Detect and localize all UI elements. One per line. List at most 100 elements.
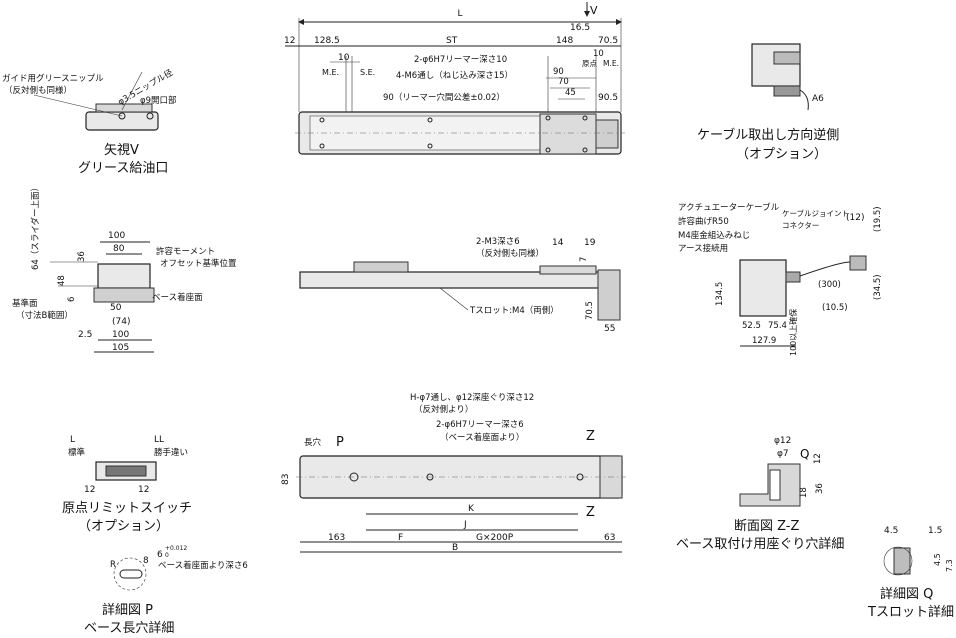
tslot-label: Tスロット:M4（両側） <box>469 305 559 316</box>
detail-q: 4.5 1.5 4.5 7.3 詳細図 Q Tスロット詳細 <box>867 526 954 620</box>
detail-P-8: 8 <box>143 556 149 566</box>
detail-P-6: 6 <box>157 550 163 560</box>
slot-label: 長穴 <box>304 437 322 448</box>
section-z-caption: 断面図 Z-Z <box>734 519 800 534</box>
dim-83: 83 <box>281 474 291 485</box>
dim-10-left: 10 <box>338 53 350 63</box>
dim-52-5: 52.5 <box>742 321 761 331</box>
switch-LL: LL <box>154 435 164 445</box>
cable-subcaption: （オプション） <box>736 147 827 162</box>
dim-K: K <box>468 504 475 514</box>
top-holes <box>319 115 588 153</box>
dim-105: 105 <box>112 343 129 353</box>
ref-surface: 基準面 <box>12 298 38 309</box>
dim-16-5: 16.5 <box>570 23 590 33</box>
hole-note: H-φ7通し、φ12深座ぐり深さ12 <box>410 392 534 403</box>
dim-7: 7 <box>579 257 589 262</box>
detail-P-marker: P <box>336 435 344 450</box>
opening-diameter: φ9開口部 <box>140 95 177 106</box>
view-v-caption: 矢視V <box>104 143 139 158</box>
cable-a6: A6 <box>812 94 824 104</box>
dim-134-5: 134.5 <box>715 282 725 306</box>
dim-63: 63 <box>604 533 615 543</box>
dim-2-5: 2.5 <box>78 330 92 340</box>
dim-75-4: 75.4 <box>768 321 787 331</box>
top-view: L 12 128.5 ST 148 70.5 16.5 V 10 M.E. S.… <box>284 2 625 155</box>
dim-100-top: 100 <box>108 231 125 241</box>
dim-128-5: 128.5 <box>314 36 340 46</box>
dim-74: (74) <box>112 317 130 327</box>
z-Q: Q <box>800 447 809 461</box>
reamer-bottom: 2-φ6H7リーマー深さ6 <box>436 420 524 430</box>
z-d12b: 12 <box>813 453 823 464</box>
detail-P-depth: ベース着座面より深さ6 <box>158 560 248 571</box>
actuator-cable: アクチュエーターケーブル <box>678 202 780 213</box>
guide-nipple-note: （反対側も同様） <box>4 85 72 96</box>
connector: コネクター <box>782 221 819 230</box>
detail-P-caption: 詳細図 P <box>102 602 153 618</box>
view-V-arrow: V <box>590 4 598 17</box>
hole-note-2: （反対側より） <box>414 404 473 415</box>
detail-P-tol: +0.012 <box>165 545 187 552</box>
switch-caption: 原点リミットスイッチ <box>62 501 192 516</box>
SE-label: S.E. <box>360 68 375 77</box>
switch-dim-12b: 12 <box>138 485 149 495</box>
dim-6: 6 <box>67 297 77 302</box>
dim-12: 12 <box>284 36 295 46</box>
dim-100-min: 100以上確保 <box>788 309 798 356</box>
dim-19-5: (19.5) <box>873 206 883 232</box>
switch-L: L <box>70 435 75 445</box>
cable-reverse-view: A6 ケーブル取出し方向逆側 （オプション） <box>697 43 839 162</box>
reamer-bottom-2: （ベース着座面より） <box>440 432 524 443</box>
switch-L-std: 標準 <box>68 447 86 458</box>
z-d18: 18 <box>799 487 809 498</box>
ME-left: M.E. <box>322 68 339 77</box>
dim-90-top: 90 <box>553 67 564 77</box>
view-v: ガイド用グリースニップル （反対側も同様） φ3.5ニップル径 φ9開口部 矢視… <box>2 67 177 176</box>
section-z-subcaption: ベース取付け用座ぐり穴詳細 <box>676 536 844 552</box>
detail-P-R: R <box>110 560 116 570</box>
ME-right: M.E. <box>603 59 619 68</box>
detail-q-caption: 詳細図 Q <box>880 586 933 602</box>
dim-14: 14 <box>552 238 564 248</box>
dim-300: (300) <box>818 280 841 290</box>
dim-50: 50 <box>110 303 122 313</box>
z-d7: φ7 <box>777 449 789 459</box>
ref-range: （寸法B範囲） <box>16 310 73 321</box>
switch-subcaption: （オプション） <box>78 519 169 534</box>
base-seat: ベース着座面 <box>152 292 203 303</box>
dim-F: F <box>398 533 403 543</box>
m6-top: 4-M6通し（ねじ込み深さ15） <box>396 70 513 81</box>
dim-70-5: 70.5 <box>598 36 618 46</box>
dim-90-5: 90.5 <box>598 93 618 103</box>
section-Z-top: Z <box>586 429 595 444</box>
dim-90-tolerance: 90（リーマー穴間公差±0.02） <box>383 92 505 103</box>
dim-10-5: (10.5) <box>822 303 848 313</box>
section-Z-bottom: Z <box>586 505 595 520</box>
m4-washer: M4座金組込みねじ <box>678 230 750 241</box>
dim-12-cable: (12) <box>846 213 864 223</box>
dim-100-bottom: 100 <box>112 330 129 340</box>
q-d4-5v: 4.5 <box>933 553 942 566</box>
dim-163: 163 <box>328 533 345 543</box>
genten-label: 原点 <box>582 59 597 68</box>
dim-48: 48 <box>57 275 67 286</box>
dim-45-top: 45 <box>565 88 576 98</box>
m3-depth: 2-M3深さ6 <box>476 237 520 247</box>
z-d36: 36 <box>815 483 825 494</box>
dim-70-5-side: 70.5 <box>585 301 595 320</box>
cable-caption: ケーブル取出し方向逆側 <box>697 127 839 143</box>
guide-nipple-label: ガイド用グリースニップル <box>2 73 104 84</box>
side-view: 2-M3深さ6 （反対側も同様） 14 19 7 Tスロット:M4（両側） 70… <box>299 237 621 334</box>
dim-148: 148 <box>556 36 573 46</box>
section-zz: φ12 φ7 Q 12 18 36 断面図 Z-Z ベース取付け用座ぐり穴詳細 <box>676 436 844 552</box>
q-d1-5: 1.5 <box>928 526 942 536</box>
dim-80: 80 <box>113 244 125 254</box>
m3-note: （反対側も同様） <box>476 248 544 259</box>
detail-P-subcaption: ベース長穴詳細 <box>84 620 174 636</box>
dim-L: L <box>457 9 462 19</box>
dim-34-5: (34.5) <box>873 274 883 300</box>
dim-70-top: 70 <box>558 77 569 87</box>
dim-55: 55 <box>604 324 615 334</box>
